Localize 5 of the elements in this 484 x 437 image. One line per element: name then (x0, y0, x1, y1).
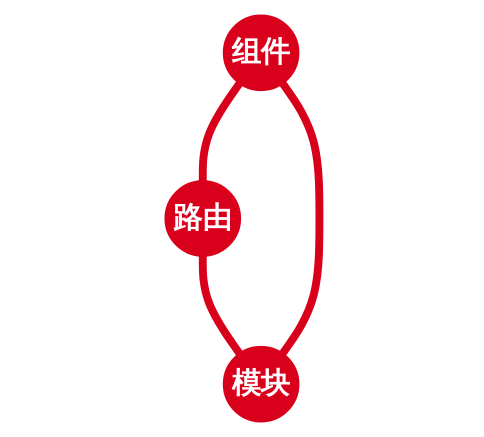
node-circle: 路由 (164, 180, 241, 257)
connector (198, 81, 242, 181)
connector (279, 81, 324, 356)
node-circle: 组件 (222, 14, 300, 92)
connector (198, 256, 242, 356)
